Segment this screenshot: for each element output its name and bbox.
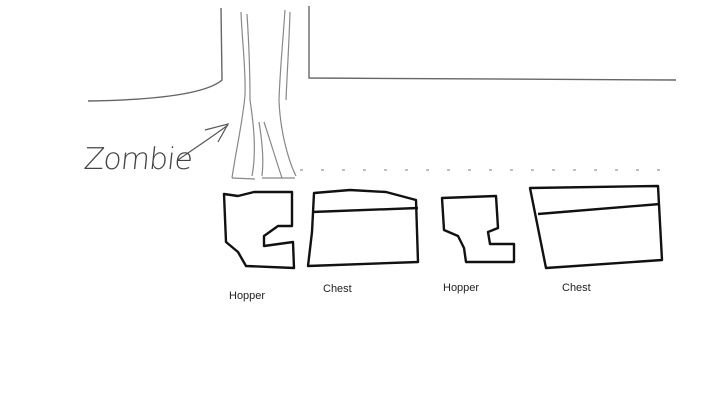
arrow [177,123,230,161]
block-label-hopper-1: Hopper [229,290,266,302]
zombie-label: Zombie [82,142,194,177]
hopper-shape-2 [440,194,516,264]
chest-shape-1 [306,188,420,268]
wall-line-left [87,7,223,102]
zombie-figure [231,9,297,180]
hopper-shape-1 [222,190,296,270]
wall-line-right [308,6,677,81]
block-label-chest-2: Chest [562,282,591,294]
block-label-hopper-2: Hopper [443,282,480,294]
chest-shape-2 [528,184,664,270]
block-label-chest-1: Chest [323,283,352,295]
